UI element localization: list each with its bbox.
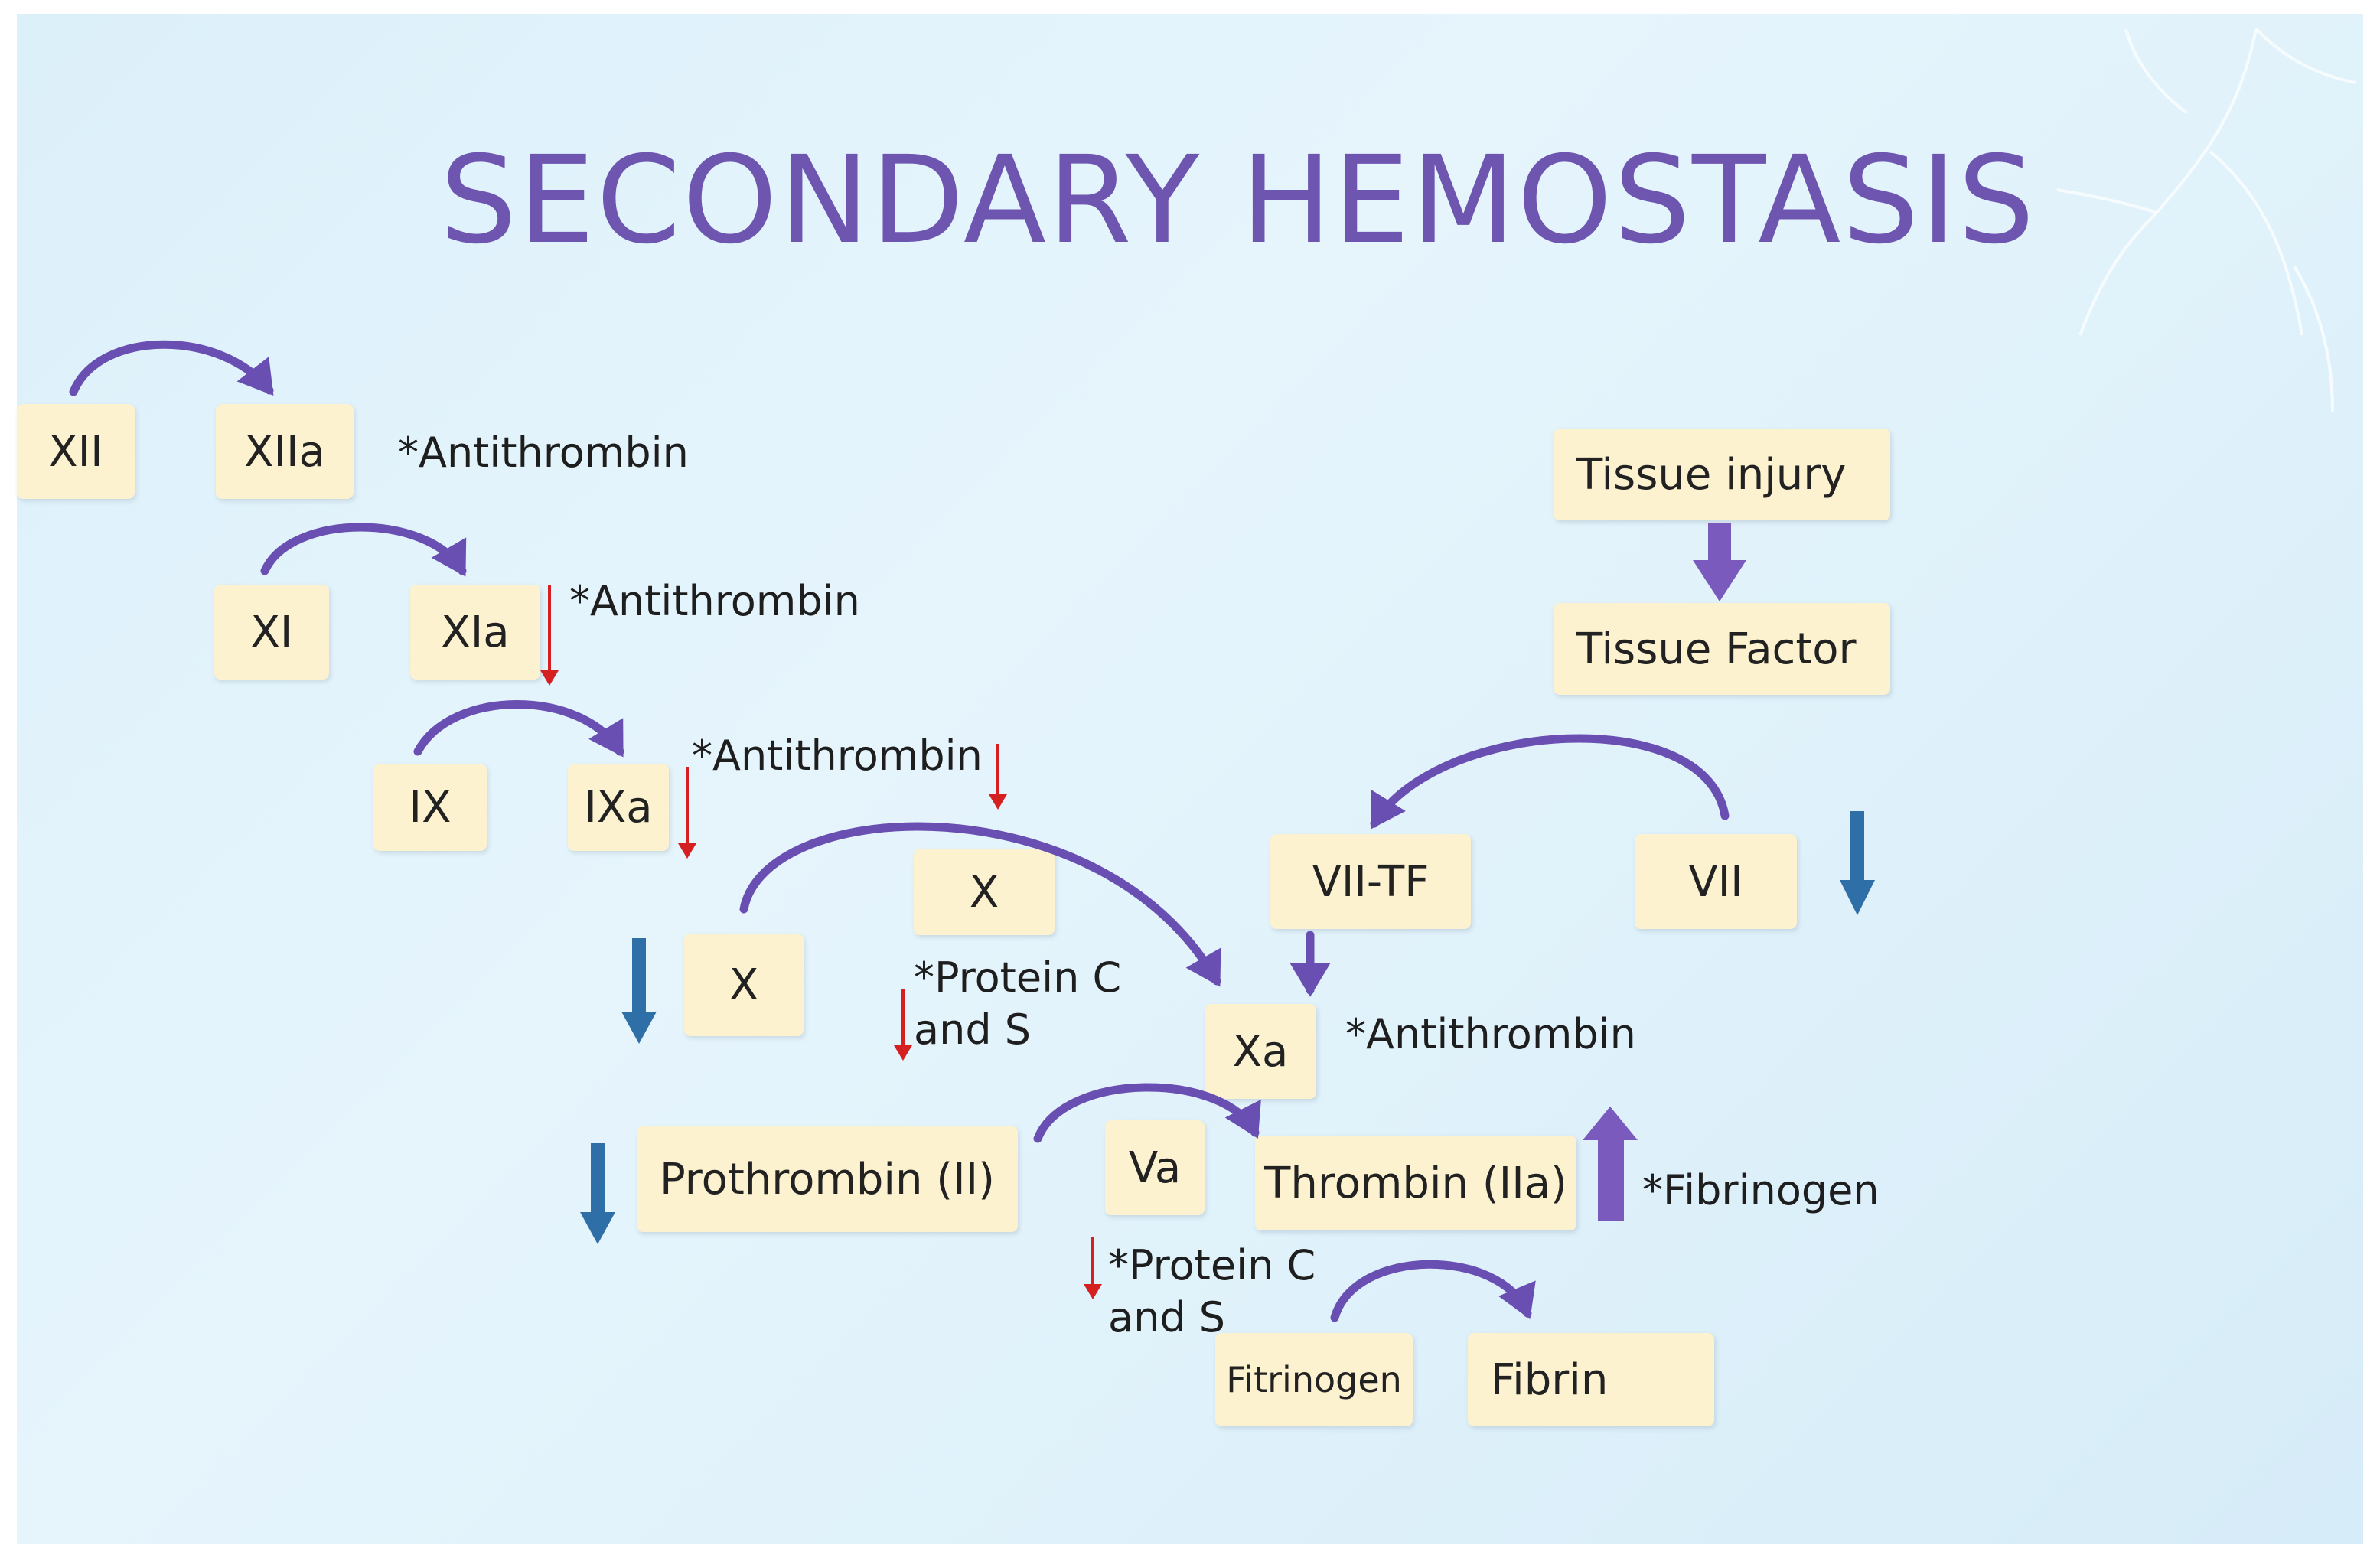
antithrombin-note-2: *Antithrombin — [569, 577, 860, 625]
factor-xa-box: Xa — [1205, 1004, 1316, 1099]
curved-arrow-prothrombin-to-thrombin — [1033, 1083, 1261, 1143]
fibrin-box: Fibrin — [1468, 1333, 1714, 1426]
page-title: SECONDARY HEMOSTASIS — [440, 130, 2036, 271]
vessel-decoration — [2056, 28, 2356, 412]
protein-cs-note-2-line2: and S — [1108, 1292, 1226, 1341]
factor-xiia-box: XIIa — [216, 404, 354, 499]
antithrombin-note-4: *Antithrombin — [1345, 1010, 1636, 1058]
blue-arrow-prothrombin-down — [580, 1143, 615, 1244]
factor-xi-box: XI — [214, 585, 329, 680]
protein-cs-note-1-line1: *Protein C — [914, 953, 1122, 1002]
blue-arrow-vii-down — [1840, 811, 1875, 915]
antithrombin-note-1: *Antithrombin — [398, 429, 689, 477]
curved-arrow-xii-to-xiia — [69, 340, 274, 396]
curved-arrow-xi-to-xia — [260, 523, 467, 577]
factor-xia-box: XIa — [410, 585, 540, 680]
curved-arrow-fibrinogen-to-fibrin — [1330, 1260, 1536, 1322]
protein-cs-note-2-line1: *Protein C — [1108, 1241, 1316, 1289]
fibrinogen-box: Fitrinogen — [1215, 1333, 1413, 1426]
factor-va-box: Va — [1105, 1120, 1205, 1215]
curved-arrow-vii-to-vii-tf — [1370, 734, 1730, 830]
blue-arrow-x-down — [621, 938, 657, 1044]
factor-x-box-left: X — [684, 934, 804, 1036]
tissue-factor-box: Tissue Factor — [1554, 603, 1890, 695]
factor-vii-tf-box: VII-TF — [1270, 834, 1471, 929]
curved-arrow-x-to-xa — [739, 822, 1221, 987]
factor-xii-box: XII — [17, 404, 135, 499]
thrombin-box: Thrombin (IIa) — [1255, 1136, 1576, 1230]
protein-cs-note-1: *Protein C and S — [914, 952, 1121, 1055]
block-arrow-thrombin-up — [1583, 1107, 1638, 1221]
protein-cs-note-2: *Protein C and S — [1108, 1240, 1316, 1343]
prothrombin-box: Prothrombin (II) — [637, 1126, 1018, 1232]
block-arrow-tissue-injury-down — [1693, 523, 1746, 601]
factor-ix-box: IX — [373, 764, 487, 851]
factor-ixa-box: IXa — [568, 764, 669, 851]
fibrinogen-note: *Fibrinogen — [1642, 1166, 1880, 1214]
antithrombin-note-3: *Antithrombin — [692, 732, 983, 780]
tissue-injury-box: Tissue injury — [1554, 429, 1890, 520]
protein-cs-note-1-line2: and S — [914, 1005, 1032, 1054]
factor-vii-box: VII — [1635, 834, 1797, 929]
curved-arrow-ix-to-ixa — [413, 700, 624, 758]
factor-x-box-middle: X — [914, 849, 1055, 935]
